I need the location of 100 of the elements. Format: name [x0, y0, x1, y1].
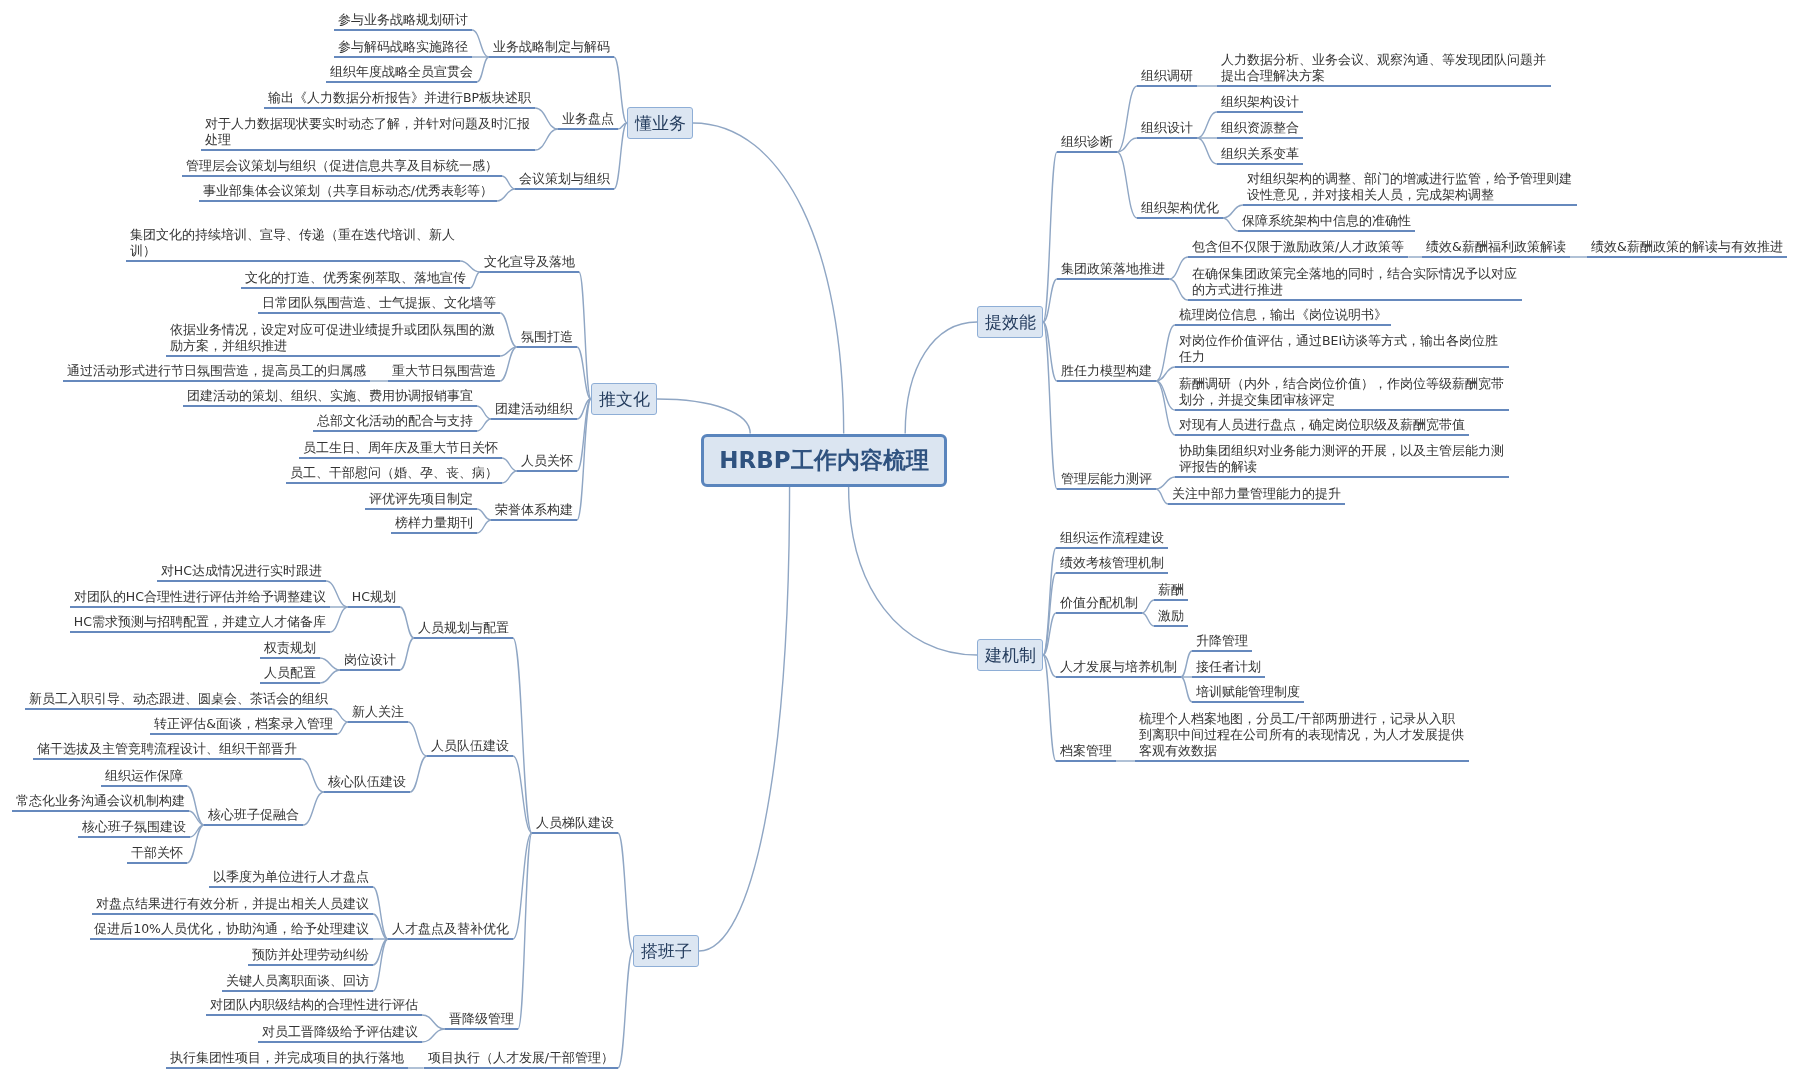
- branch-line: [407, 1067, 425, 1069]
- branch-line: [407, 721, 428, 757]
- branch-line: [904, 321, 978, 435]
- topic-label: 执行集团性项目，并完成项目的执行落地: [166, 1050, 408, 1069]
- topic-label: 业务战略制定与解码: [489, 39, 614, 58]
- topic-label: 集团政策落地推进: [1057, 261, 1169, 280]
- topic-label: 干部关怀: [127, 845, 187, 864]
- topic-label: 人力数据分析、业务会议、观察沟通、等发现团队问题并提出合理解决方案: [1217, 52, 1551, 87]
- topic-label: 组织调研: [1137, 68, 1197, 87]
- branch-line: [459, 260, 481, 273]
- topic-label: 管理层能力测评: [1057, 471, 1156, 490]
- branch-line: [372, 938, 389, 992]
- branch-line: [1155, 488, 1169, 505]
- topic-label: 绩效&薪酬政策的解读与有效推进: [1587, 239, 1787, 258]
- branch-topic-box: 建机制: [977, 639, 1043, 671]
- topic-label: 对现有人员进行盘点，确定岗位职级及薪酬宽带值: [1175, 417, 1469, 436]
- branch-line: [613, 122, 628, 190]
- branch-line: [499, 312, 518, 348]
- branch-line: [1116, 85, 1138, 153]
- topic-label: 人员规划与配置: [414, 620, 513, 639]
- topic-label: 梳理个人档案地图，分员工/干部两册进行，记录从入职到离职中间过程在公司所有的表现情况，为人才发展提供客观有效数据: [1135, 711, 1469, 762]
- branch-line: [1196, 137, 1218, 165]
- branch-line: [372, 938, 389, 940]
- branch-line: [188, 810, 205, 826]
- branch-line: [1141, 599, 1155, 614]
- branch-topic-box: 推文化: [591, 383, 657, 415]
- branch-line: [409, 755, 428, 793]
- topic-label: 胜任力模型构建: [1057, 363, 1156, 382]
- topic-label: 荣誉体系构建: [491, 502, 577, 521]
- topic-label: 关键人员离职面谈、回访: [222, 973, 373, 992]
- branch-line: [1168, 278, 1189, 301]
- branch-line: [1115, 760, 1136, 762]
- branch-line: [471, 56, 490, 58]
- branch-line: [656, 398, 751, 435]
- topic-label: 组织架构优化: [1137, 200, 1223, 219]
- topic-label: 培训赋能管理制度: [1192, 684, 1304, 703]
- branch-line: [617, 950, 634, 1069]
- topic-label: 档案管理: [1056, 743, 1116, 762]
- branch-line: [698, 485, 791, 952]
- topic-label: 团建活动组织: [491, 401, 577, 420]
- topic-label: 核心队伍建设: [324, 774, 410, 793]
- branch-line: [399, 606, 415, 639]
- branch-line: [534, 128, 559, 151]
- branch-line: [476, 56, 490, 83]
- topic-label: 氛围打造: [517, 329, 577, 348]
- topic-label: 人员关怀: [517, 453, 577, 472]
- branch-line: [186, 785, 205, 826]
- topic-label: 参与解码战略实施路径: [334, 39, 472, 58]
- topic-label: 事业部集体会议策划（共享目标动态/优秀表彰等）: [198, 183, 497, 202]
- topic-label: 组织资源整合: [1217, 120, 1303, 139]
- branch-line: [1222, 217, 1239, 232]
- branch-line: [1180, 676, 1193, 703]
- branch-line: [319, 657, 341, 671]
- branch-line: [576, 398, 592, 472]
- topic-label: 人员队伍建设: [427, 738, 513, 757]
- topic-label: 评优评先项目制定: [365, 491, 477, 510]
- branch-line: [469, 271, 481, 289]
- branch-line: [1141, 612, 1155, 627]
- topic-label: 晋降级管理: [445, 1011, 518, 1030]
- branch-line: [319, 669, 341, 684]
- branch-line: [512, 755, 533, 834]
- branch-line: [1196, 137, 1218, 139]
- branch-line: [421, 1014, 446, 1030]
- branch-line: [329, 606, 349, 633]
- branch-line: [1196, 85, 1218, 87]
- topic-label: 人才发展与培养机制: [1056, 659, 1181, 678]
- topic-label: 价值分配机制: [1056, 595, 1142, 614]
- branch-line: [1222, 204, 1244, 219]
- topic-label: 文化宣导及落地: [480, 254, 579, 273]
- topic-label: 人员配置: [260, 665, 320, 684]
- topic-label: HC需求预测与招聘配置，并建立人才储备库: [69, 614, 330, 633]
- branch-line: [399, 637, 415, 671]
- branch-line: [576, 398, 592, 521]
- topic-label: 总部文化活动的配合与支持: [313, 413, 477, 432]
- topic-label: 储干选拔及主管竞聘流程设计、组织干部晋升: [33, 741, 301, 760]
- topic-label: 保障系统架构中信息的准确性: [1238, 213, 1415, 232]
- branch-line: [1116, 137, 1138, 153]
- branch-line: [300, 758, 325, 793]
- topic-label: 参与业务战略规划研讨: [334, 12, 472, 31]
- topic-label: 以季度为单位进行人才盘点: [209, 869, 373, 888]
- branch-line: [186, 824, 205, 864]
- branch-line: [496, 188, 516, 202]
- branch-line: [476, 405, 492, 420]
- topic-label: HC规划: [347, 589, 400, 608]
- branch-line: [331, 708, 349, 723]
- branch-line: [1042, 654, 1057, 762]
- branch-line: [501, 470, 518, 484]
- branch-line: [1155, 380, 1176, 411]
- topic-label: 新员工入职引导、动态跟进、圆桌会、茶话会的组织: [25, 691, 332, 710]
- topic-label: 组织架构设计: [1217, 94, 1303, 113]
- topic-label: 包含但不仅限于激励政策/人才政策等: [1188, 239, 1409, 258]
- topic-label: 组织运作保障: [101, 768, 187, 787]
- topic-label: 输出《人力数据分析报告》并进行BP板块述职: [263, 90, 535, 109]
- topic-label: 关注中部力量管理能力的提升: [1168, 486, 1345, 505]
- topic-label: 人才盘点及替补优化: [388, 921, 513, 940]
- topic-label: 管理层会议策划与组织（促进信息共享及目标统一感）: [182, 158, 502, 177]
- topic-label: 接任者计划: [1192, 659, 1265, 678]
- branch-line: [578, 271, 592, 400]
- topic-label: 团建活动的策划、组织、实施、费用协调报销事宜: [183, 388, 477, 407]
- topic-label: 薪酬: [1154, 582, 1188, 601]
